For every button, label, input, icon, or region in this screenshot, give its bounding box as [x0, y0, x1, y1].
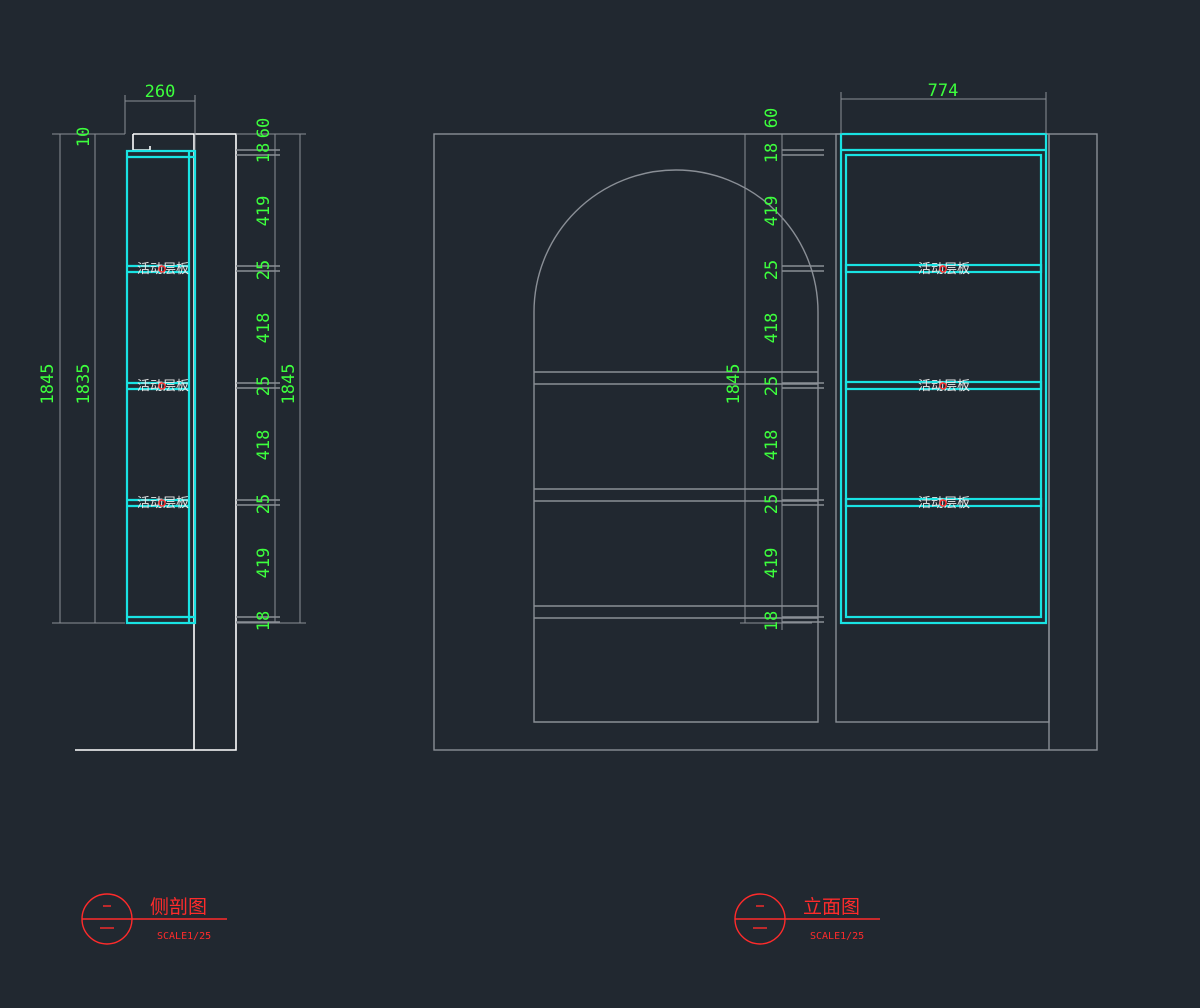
front-segment-8: 419: [762, 548, 782, 579]
side-shelf-label-2: 活动层板: [137, 379, 189, 394]
front-shelf-label-3: 活动层板: [918, 496, 970, 511]
side-outer-height: 1845: [38, 364, 58, 405]
front-view-title: 立面图: [803, 896, 860, 918]
shelf-pin-marker: [939, 382, 947, 390]
side-top-gap: 10: [74, 127, 94, 147]
side-cabinet-body: [125, 149, 197, 625]
front-segment-7: 25: [762, 494, 782, 514]
front-segment-1: 18: [762, 143, 782, 163]
side-wall-outline: [75, 133, 237, 751]
side-segment-0: 60: [254, 118, 274, 138]
arch-niche: [533, 169, 819, 723]
front-segment-4: 418: [762, 313, 782, 344]
shelf-pin-marker: [939, 499, 947, 507]
front-segment-2: 419: [762, 196, 782, 227]
shelf-pin-marker: [158, 382, 166, 390]
side-segment-6: 418: [254, 430, 274, 461]
front-top-dimension: 774: [928, 81, 959, 101]
side-view-title-block: 侧剖图 SCALE1/25: [81, 893, 227, 945]
side-shelf-label-3: 活动层板: [137, 496, 189, 511]
side-segment-7: 25: [254, 494, 274, 514]
front-shelf-label-2: 活动层板: [918, 379, 970, 394]
side-segment-2: 419: [254, 196, 274, 227]
front-shelf-label-1: 活动层板: [918, 262, 970, 277]
front-segment-0: 60: [762, 108, 782, 128]
side-segment-9: 18: [254, 611, 274, 631]
front-cabinet-body: [839, 132, 1048, 625]
side-shelf-label-1: 活动层板: [137, 262, 189, 277]
side-right-height: 1845: [279, 364, 299, 405]
front-view-scale: SCALE1/25: [810, 931, 864, 942]
front-segment-5: 25: [762, 376, 782, 396]
side-segment-3: 25: [254, 260, 274, 280]
front-height: 1845: [724, 364, 744, 405]
front-elevation-view: 活动层板 活动层板 活动层板 774 1845 60 18 419 25 418…: [433, 81, 1098, 751]
shelf-pin-marker: [158, 499, 166, 507]
side-top-dimension: 260: [145, 82, 176, 102]
side-segment-5: 25: [254, 376, 274, 396]
front-segment-9: 18: [762, 611, 782, 631]
side-segment-4: 418: [254, 313, 274, 344]
front-view-title-block: 立面图 SCALE1/25: [734, 893, 880, 945]
front-segment-6: 418: [762, 430, 782, 461]
side-section-view: 活动层板 活动层板 活动层板 260 1845 1835 10 6: [38, 82, 306, 751]
front-segment-3: 25: [762, 260, 782, 280]
side-segment-8: 419: [254, 548, 274, 579]
side-view-title: 侧剖图: [150, 896, 207, 918]
shelf-pin-marker: [158, 265, 166, 273]
shelf-pin-marker: [939, 265, 947, 273]
side-segment-1: 18: [254, 143, 274, 163]
side-inner-height: 1835: [74, 364, 94, 405]
side-view-scale: SCALE1/25: [157, 931, 211, 942]
cabinet-niche-frame: [835, 133, 1050, 723]
